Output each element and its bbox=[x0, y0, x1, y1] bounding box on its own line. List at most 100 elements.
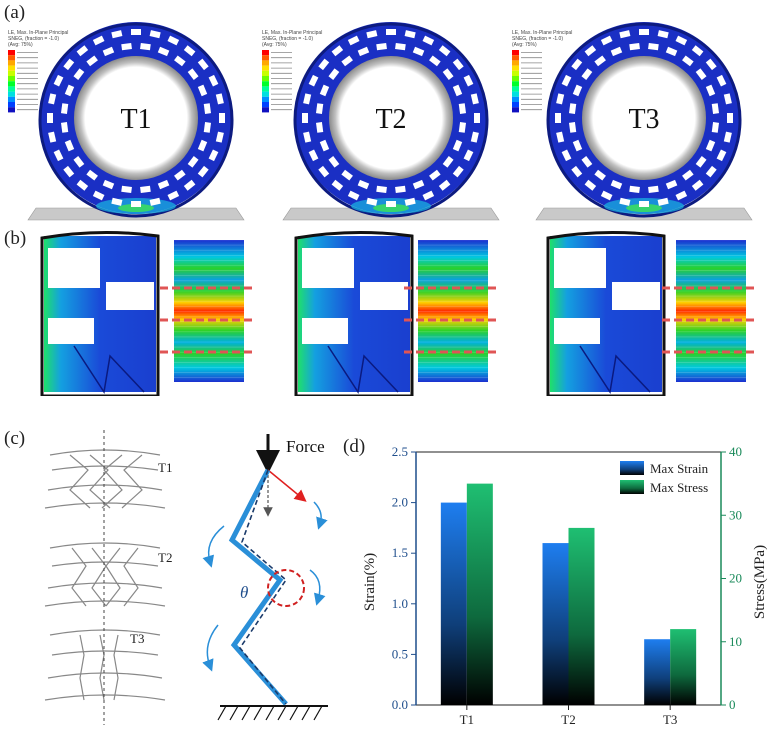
cell-hole bbox=[691, 179, 704, 191]
cell-hole bbox=[711, 122, 720, 133]
cell-hole bbox=[341, 169, 353, 181]
legend-swatch bbox=[8, 50, 15, 56]
cell-hole bbox=[682, 55, 694, 67]
bar-max-stress bbox=[568, 527, 595, 705]
legend-line: (Avg: 75%) bbox=[512, 42, 537, 48]
cell-hole bbox=[639, 201, 649, 207]
cell-hole bbox=[395, 185, 406, 194]
x-tick-label: T1 bbox=[460, 712, 474, 727]
cell-hole bbox=[568, 122, 577, 133]
cell-hole bbox=[111, 197, 123, 206]
cell-hole bbox=[208, 74, 219, 87]
cell-hole bbox=[357, 46, 370, 57]
rim bbox=[582, 56, 706, 180]
legend-swatch bbox=[262, 86, 269, 92]
cell-void bbox=[48, 318, 94, 344]
cell-hole bbox=[695, 68, 707, 80]
y-tick-label: 1.0 bbox=[392, 596, 408, 611]
cell-hole bbox=[308, 149, 319, 162]
cell-hole bbox=[682, 169, 694, 181]
bar-max-stress bbox=[466, 483, 493, 705]
cell-hole bbox=[442, 156, 454, 168]
cell-hole bbox=[53, 149, 64, 162]
sketch-label-t1: T1 bbox=[158, 460, 172, 475]
legend-line: SNEG, (fraction = -1.0) bbox=[512, 36, 563, 42]
cell-hole bbox=[53, 74, 64, 87]
cell-hole bbox=[131, 201, 141, 207]
cell-panel bbox=[40, 230, 758, 396]
cell-hole bbox=[556, 131, 565, 143]
cell-hole bbox=[594, 55, 606, 67]
cell-hole bbox=[639, 29, 649, 35]
cell-hole bbox=[716, 74, 727, 87]
bar-max-strain bbox=[440, 502, 467, 705]
cell-hole bbox=[665, 179, 678, 190]
legend-label-stress: Max Stress bbox=[650, 480, 708, 495]
y-tick-label: 2.5 bbox=[392, 444, 408, 459]
cell-hole bbox=[675, 190, 688, 201]
cell-hole bbox=[157, 46, 170, 57]
cell-view-1 bbox=[40, 230, 256, 396]
legend-swatch-stress bbox=[620, 480, 644, 494]
cell-hole bbox=[657, 197, 669, 206]
cell-void bbox=[554, 248, 606, 288]
legend-line: LE, Max. In-Plane Principal bbox=[8, 30, 68, 36]
tyre-label: T3 bbox=[628, 104, 659, 135]
cell-hole bbox=[328, 68, 340, 80]
cell-hole bbox=[711, 103, 720, 114]
cell-hole bbox=[619, 197, 631, 206]
cell-hole bbox=[149, 197, 161, 206]
y2-tick-label: 20 bbox=[729, 571, 742, 586]
cell-hole bbox=[48, 93, 57, 105]
cell-hole bbox=[665, 46, 678, 57]
cell-hole bbox=[64, 139, 75, 152]
cell-hole bbox=[429, 169, 441, 181]
cell-hole bbox=[648, 185, 659, 194]
cell-hole bbox=[197, 58, 209, 71]
y2-tick-label: 10 bbox=[729, 634, 742, 649]
legend-swatch bbox=[8, 76, 15, 82]
cell-hole bbox=[386, 201, 396, 207]
cell-hole bbox=[705, 165, 717, 178]
cell-hole bbox=[331, 45, 344, 57]
cell-hole bbox=[723, 131, 732, 143]
cell-hole bbox=[571, 165, 583, 178]
cell-hole bbox=[610, 46, 623, 57]
cell-hole bbox=[183, 45, 196, 57]
cell-hole bbox=[366, 30, 378, 39]
rim bbox=[329, 56, 453, 180]
legend-swatch bbox=[262, 76, 269, 82]
cell-void bbox=[360, 282, 408, 310]
bar-max-strain bbox=[644, 639, 671, 705]
cell-hole bbox=[76, 45, 89, 57]
cell-hole bbox=[429, 55, 441, 67]
cell-hole bbox=[63, 165, 75, 178]
cell-hole bbox=[422, 190, 435, 201]
legend-swatch bbox=[512, 81, 519, 87]
cell-hole bbox=[716, 149, 727, 162]
bar-max-stress bbox=[670, 629, 697, 705]
cell-hole bbox=[183, 179, 196, 191]
cell-hole bbox=[318, 165, 330, 178]
legend-swatch bbox=[512, 91, 519, 97]
cell-hole bbox=[303, 131, 312, 143]
legend-swatch bbox=[8, 96, 15, 102]
sketch-label-t3: T3 bbox=[130, 631, 144, 646]
cell-hole bbox=[610, 179, 623, 190]
cell-void bbox=[48, 248, 100, 288]
cell-hole bbox=[458, 122, 467, 133]
cell-hole bbox=[422, 35, 435, 46]
cell-hole bbox=[442, 68, 454, 80]
cell-hole bbox=[705, 139, 716, 152]
cell-hole bbox=[438, 179, 451, 191]
legend-swatch bbox=[262, 65, 269, 71]
cell-hole bbox=[452, 165, 464, 178]
legend-swatch bbox=[262, 91, 269, 97]
cell-hole bbox=[303, 93, 312, 105]
cell-hole bbox=[315, 122, 324, 133]
cell-hole bbox=[347, 190, 360, 201]
y2-tick-label: 30 bbox=[729, 507, 742, 522]
